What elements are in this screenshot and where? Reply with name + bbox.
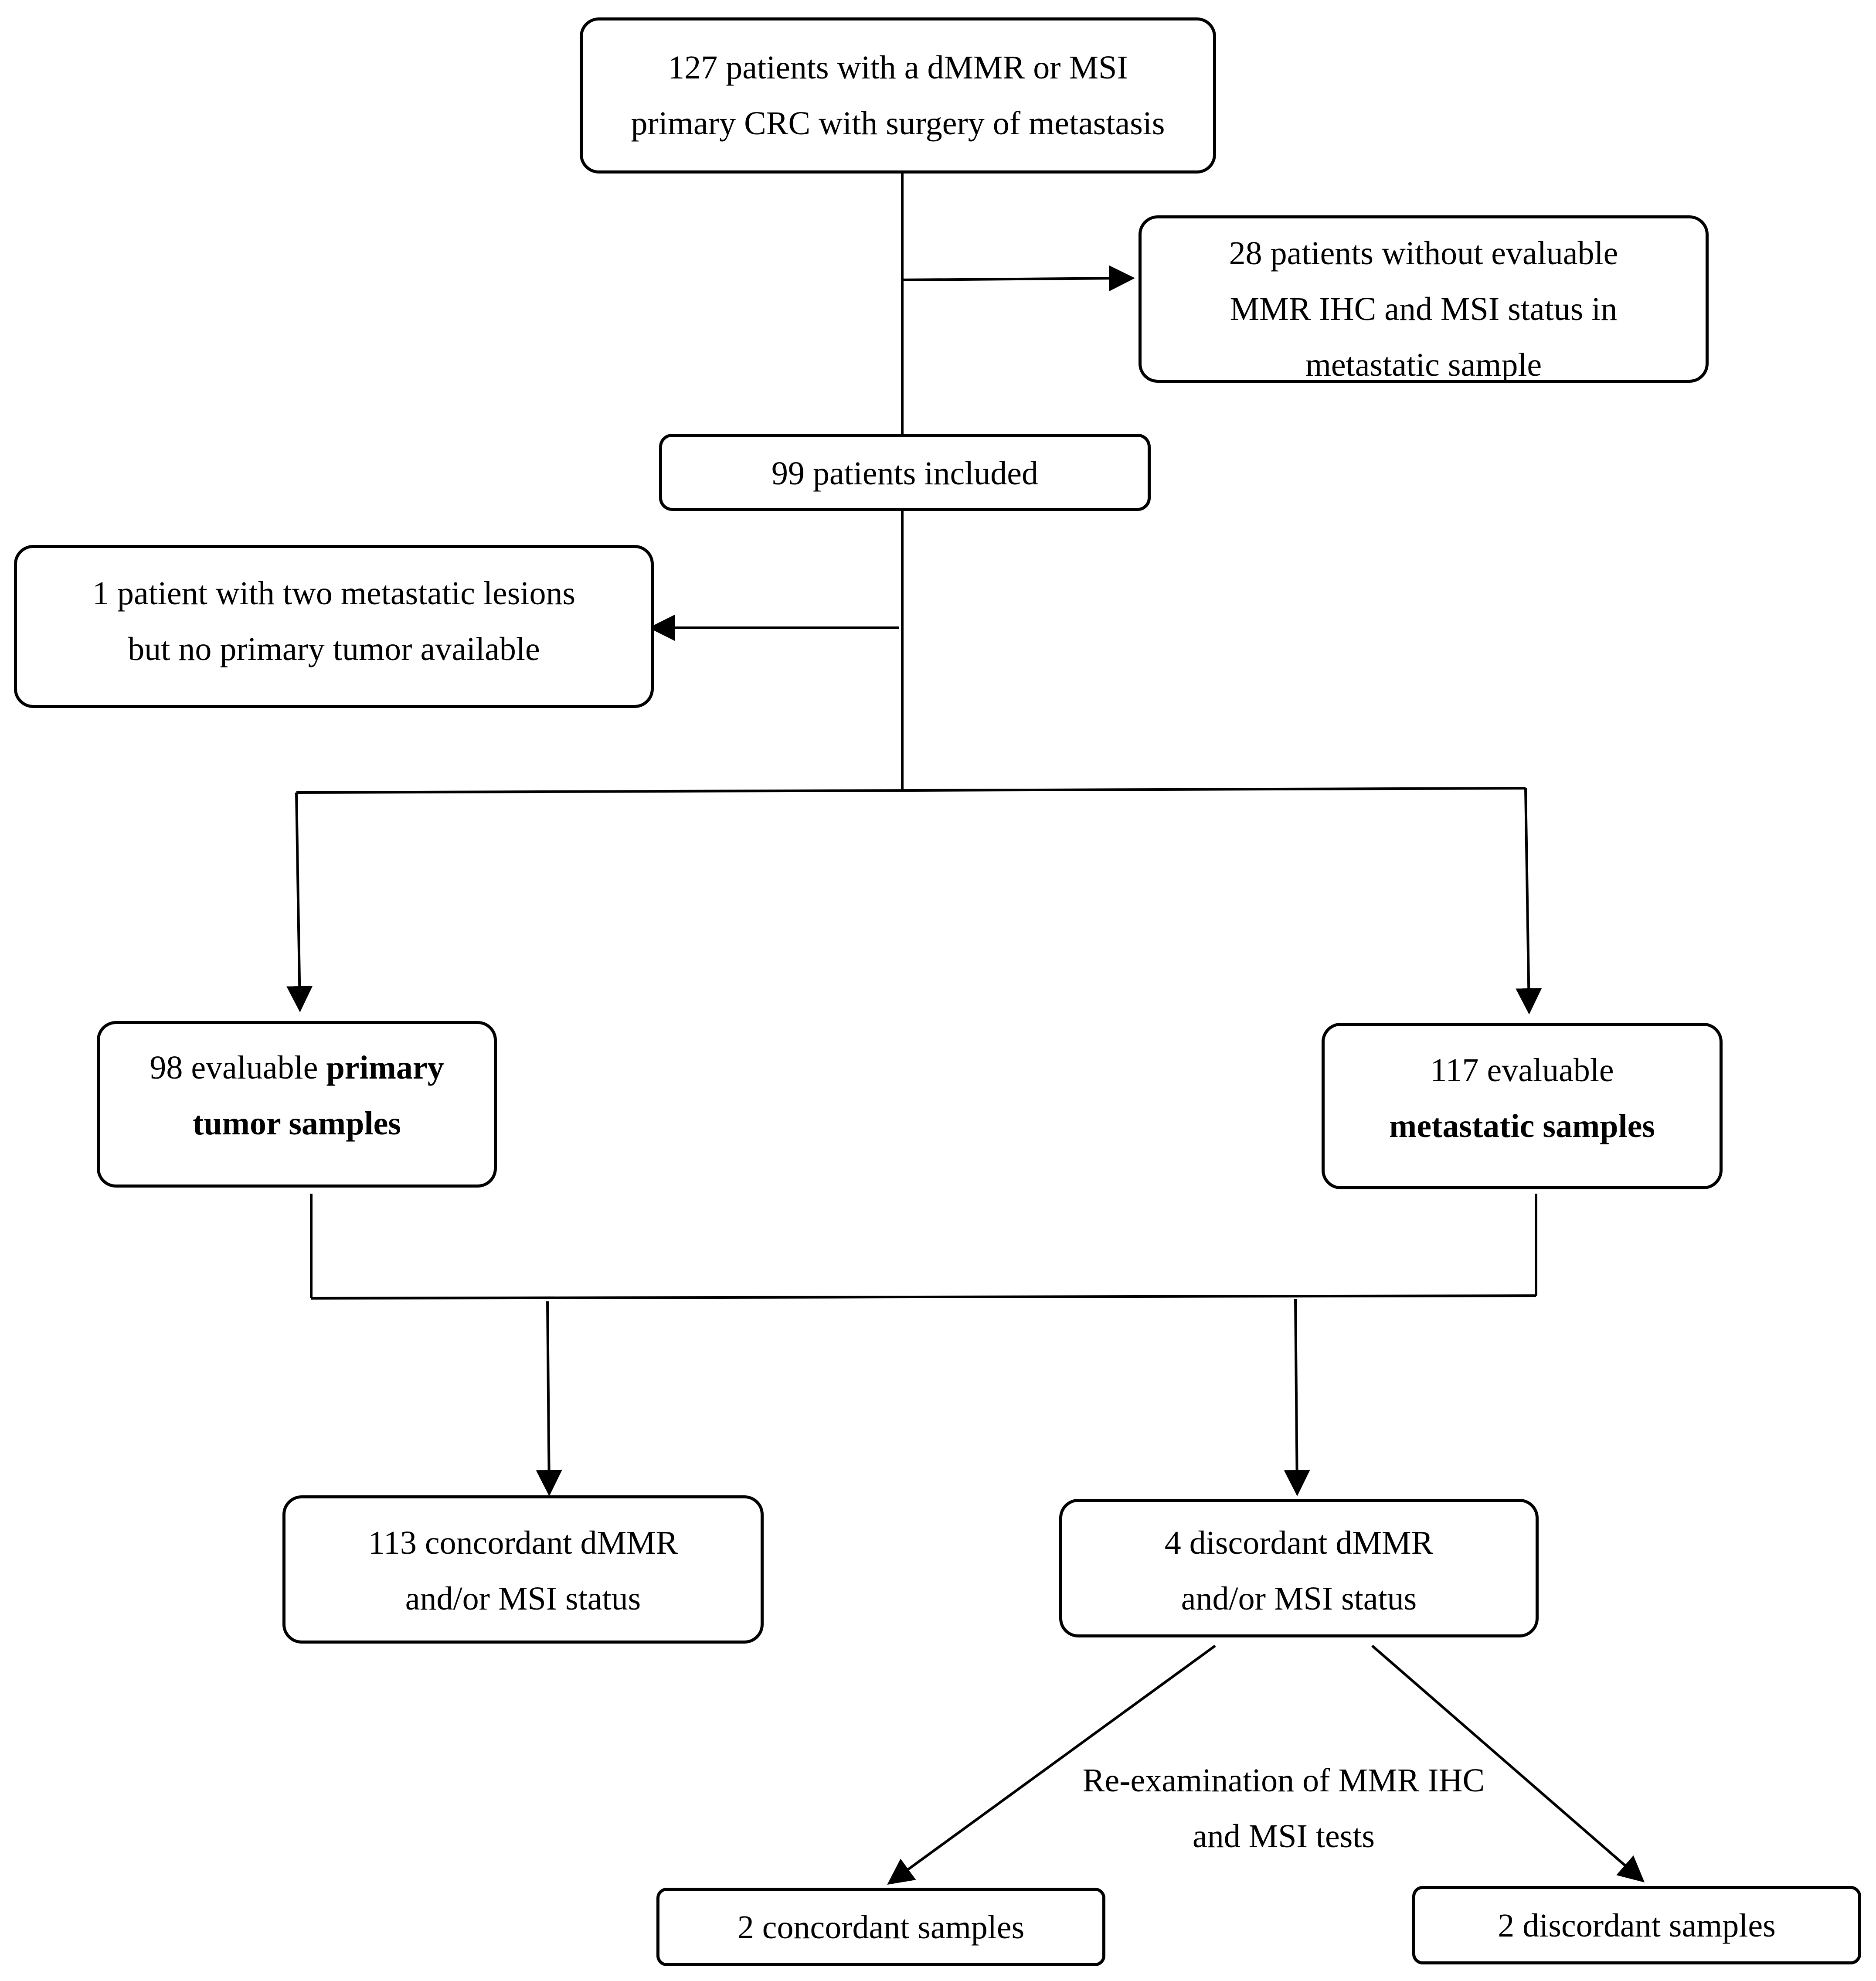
concordant-113-line-2: and/or MSI status [405,1580,641,1617]
arrow-to-concordant-2 [887,1644,1216,1885]
reexamination-line-2: and MSI tests [1193,1818,1375,1855]
connector-merge-bar [311,1294,1536,1300]
discordant-4-line-2: and/or MSI status [1181,1580,1417,1617]
arrow-to-metastatic [1516,788,1542,1014]
discordant-4-box: 4 discordant dMMR and/or MSI status [1059,1499,1539,1637]
primary-line-1: 98 evaluable primary [100,1040,494,1096]
metastatic-line-2: metastatic samples [1389,1108,1655,1144]
metastatic-line-1: 117 evaluable [1430,1052,1614,1089]
included-line-1: 99 patients included [771,455,1039,492]
start-line-1: 127 patients with a dMMR or MSI [668,49,1128,86]
excluded-28-line-1: 28 patients without evaluable [1229,235,1618,272]
excluded-28-line-3: metastatic sample [1305,347,1542,383]
arrow-to-primary [286,792,313,1012]
reexamination-annotation: Re-examination of MMR IHC and MSI tests [1037,1753,1530,1864]
arrow-to-discordant-2 [1371,1644,1645,1882]
arrow-to-discordant-4 [1284,1299,1310,1496]
excluded-1-line-2: but no primary tumor available [128,631,540,667]
primary-line-2: tumor samples [193,1105,401,1142]
reexamination-line-1: Re-examination of MMR IHC [1082,1762,1485,1799]
arrow-to-excluded-28 [902,265,1135,292]
excluded-1-line-1: 1 patient with two metastatic lesions [92,575,576,612]
included-box: 99 patients included [659,434,1151,511]
primary-tumor-box: 98 evaluable primary tumor samples [97,1021,497,1188]
metastatic-samples-box: 117 evaluable metastatic samples [1322,1023,1723,1189]
concordant-2-box: 2 concordant samples [656,1888,1105,1966]
excluded-28-line-2: MMR IHC and MSI status in [1230,291,1618,327]
concordant-2-line-1: 2 concordant samples [737,1909,1025,1946]
arrow-to-concordant-113 [536,1301,562,1496]
primary-line-1-normal: 98 evaluable [150,1049,326,1086]
excluded-1-box: 1 patient with two metastatic lesions bu… [14,545,654,708]
discordant-4-line-1: 4 discordant dMMR [1164,1525,1434,1561]
discordant-2-box: 2 discordant samples [1412,1886,1861,1964]
primary-line-1-bold: primary [326,1049,444,1086]
discordant-2-line-1: 2 discordant samples [1498,1907,1776,1944]
start-box: 127 patients with a dMMR or MSI primary … [580,17,1216,174]
concordant-113-line-1: 113 concordant dMMR [368,1525,678,1561]
start-line-2: primary CRC with surgery of metastasis [631,105,1165,142]
excluded-28-box: 28 patients without evaluable MMR IHC an… [1139,215,1709,383]
connector-split-bar [296,787,1526,794]
concordant-113-box: 113 concordant dMMR and/or MSI status [282,1495,764,1644]
